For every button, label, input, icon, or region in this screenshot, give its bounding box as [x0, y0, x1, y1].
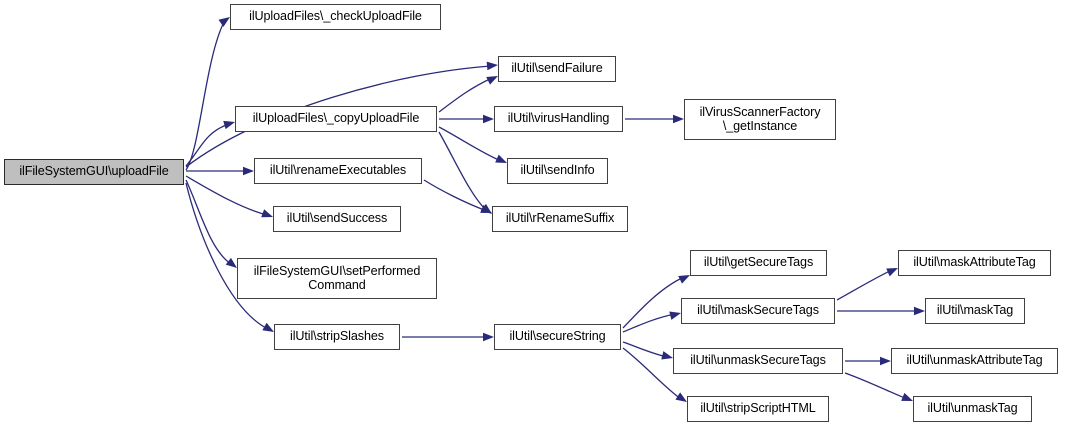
graph-edge-copyUploadFile-to-sendFailure	[438, 76, 498, 113]
arrowhead	[661, 351, 673, 360]
graph-node-checkUploadFile[interactable]: ilUploadFiles\_checkUploadFile	[230, 4, 441, 30]
arrowhead	[223, 120, 235, 130]
arrowhead	[243, 166, 254, 176]
graph-node-maskAttributeTag[interactable]: ilUtil\maskAttributeTag	[898, 250, 1051, 276]
graph-edge-copyUploadFile-to-rRenameSuffix	[438, 131, 492, 214]
graph-edge-copyUploadFile-to-sendInfo	[438, 126, 507, 163]
graph-node-setPerformedCommand[interactable]: ilFileSystemGUI\setPerformed Command	[237, 258, 437, 299]
graph-node-sendSuccess[interactable]: ilUtil\sendSuccess	[273, 206, 401, 232]
graph-node-unmaskTag[interactable]: ilUtil\unmaskTag	[913, 396, 1032, 422]
arrowhead	[486, 61, 498, 71]
arrowhead	[261, 209, 273, 218]
arrowhead	[218, 17, 230, 27]
graph-edge-uploadFile-to-sendSuccess	[185, 175, 273, 218]
graph-node-copyUploadFile[interactable]: ilUploadFiles\_copyUploadFile	[235, 106, 437, 132]
graph-node-unmaskSecureTags[interactable]: ilUtil\unmaskSecureTags	[673, 348, 843, 374]
graph-node-secureString[interactable]: ilUtil\secureString	[494, 324, 621, 350]
graph-node-uploadFile[interactable]: ilFileSystemGUI\uploadFile	[4, 159, 184, 185]
arrowhead	[262, 322, 274, 332]
graph-node-virusScannerFactory[interactable]: ilVirusScannerFactory \_getInstance	[684, 99, 836, 140]
arrowhead	[483, 114, 494, 124]
graph-edge-unmaskSecureTags-to-unmaskAttributeTag	[845, 356, 891, 366]
arrowhead	[675, 392, 687, 402]
graph-edge-maskSecureTags-to-maskAttributeTag	[836, 268, 898, 301]
arrowhead	[678, 275, 690, 284]
graph-edge-uploadFile-to-renameExecutables	[186, 166, 254, 176]
graph-node-sendInfo[interactable]: ilUtil\sendInfo	[507, 158, 608, 184]
graph-node-unmaskAttributeTag[interactable]: ilUtil\unmaskAttributeTag	[891, 348, 1058, 374]
graph-node-renameExecutables[interactable]: ilUtil\renameExecutables	[254, 158, 422, 184]
arrowhead	[901, 392, 913, 401]
graph-edge-secureString-to-stripScriptHTML	[622, 347, 687, 402]
arrowhead	[483, 332, 494, 342]
graph-edge-uploadFile-to-setPerformedCommand	[185, 179, 237, 268]
graph-node-maskTag[interactable]: ilUtil\maskTag	[925, 298, 1025, 324]
graph-edge-secureString-to-unmaskSecureTags	[622, 341, 673, 360]
graph-edge-virusHandling-to-virusScannerFactory	[625, 114, 684, 124]
graph-node-getSecureTags[interactable]: ilUtil\getSecureTags	[690, 250, 827, 276]
arrowhead	[486, 76, 498, 85]
arrowhead	[495, 154, 507, 163]
arrowhead	[886, 268, 898, 277]
graph-edge-uploadFile-to-stripSlashes	[185, 182, 274, 332]
arrowhead	[480, 204, 492, 213]
graph-node-stripScriptHTML[interactable]: ilUtil\stripScriptHTML	[687, 396, 829, 422]
graph-edge-secureString-to-getSecureTags	[622, 275, 690, 329]
graph-node-rRenameSuffix[interactable]: ilUtil\rRenameSuffix	[492, 206, 628, 232]
arrowhead	[914, 306, 925, 316]
graph-edge-unmaskSecureTags-to-unmaskTag	[844, 372, 913, 401]
graph-edge-copyUploadFile-to-virusHandling	[439, 114, 494, 124]
graph-edge-renameExecutables-to-rRenameSuffix	[423, 179, 492, 213]
graph-edge-secureString-to-maskSecureTags	[622, 311, 681, 333]
graph-node-maskSecureTags[interactable]: ilUtil\maskSecureTags	[681, 298, 835, 324]
graph-edge-maskSecureTags-to-maskTag	[837, 306, 925, 316]
graph-edge-uploadFile-to-checkUploadFile	[185, 17, 230, 171]
graph-edge-uploadFile-to-copyUploadFile	[185, 120, 235, 167]
graph-node-stripSlashes[interactable]: ilUtil\stripSlashes	[274, 324, 400, 350]
graph-edge-stripSlashes-to-secureString	[402, 332, 494, 342]
graph-node-sendFailure[interactable]: ilUtil\sendFailure	[498, 56, 616, 82]
graph-node-virusHandling[interactable]: ilUtil\virusHandling	[494, 106, 623, 132]
arrowhead	[673, 114, 684, 124]
arrowhead	[669, 311, 681, 320]
arrowhead	[880, 356, 891, 366]
arrowhead	[225, 257, 237, 268]
graph-edge-uploadFile-to-sendFailure	[185, 61, 498, 168]
